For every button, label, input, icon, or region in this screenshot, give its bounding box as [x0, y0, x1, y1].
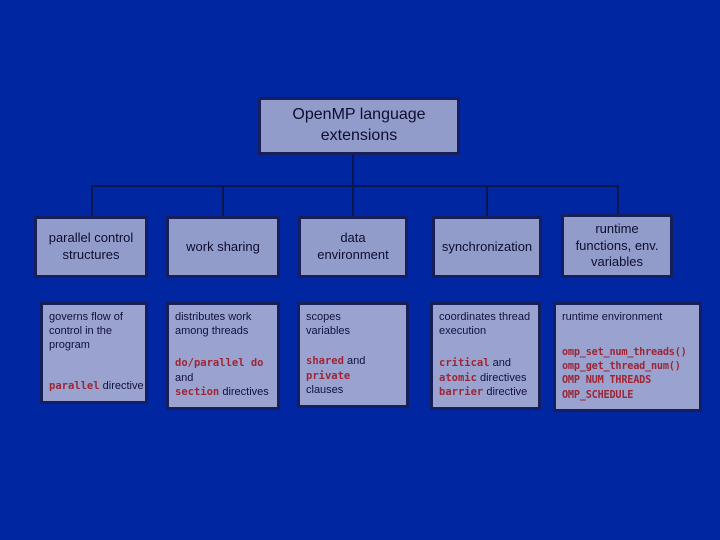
- code-keyword: barrier: [439, 386, 484, 399]
- line-text: and: [343, 355, 366, 368]
- line-text: directive: [483, 386, 528, 399]
- detail-code-block: do/parallel do and section directives: [175, 356, 271, 400]
- detail-work-sharing: distributes work among threads do/parall…: [166, 302, 280, 410]
- detail-description: distributes work among threads: [175, 311, 252, 337]
- detail-description: governs flow of control in the program: [49, 311, 123, 351]
- detail-description: scopes variables: [306, 311, 351, 337]
- detail-line: OMP NUM THREADS: [562, 373, 693, 387]
- detail-synchronization: coordinates thread execution critical an…: [430, 302, 541, 410]
- detail-line: section directives: [175, 385, 271, 400]
- detail-line: do/parallel do: [175, 356, 271, 371]
- detail-code-block: omp_set_num_threads() omp_get_thread_num…: [562, 345, 693, 402]
- line-text: and: [175, 371, 194, 384]
- detail-line: OMP_SCHEDULE: [562, 388, 693, 402]
- node-label: synchronization: [441, 238, 533, 254]
- connector-drop-synchronization: [486, 185, 488, 216]
- code-keyword: do/parallel do: [175, 357, 264, 370]
- code-function: omp_get_thread_num(): [562, 361, 681, 373]
- code-keyword: private: [306, 369, 351, 382]
- connector-drop-parallel-control: [91, 185, 93, 216]
- line-text: and: [489, 357, 511, 370]
- detail-line: omp_set_num_threads(): [562, 345, 693, 359]
- connector-root-stem: [352, 155, 354, 186]
- detail-parallel-control-structures: governs flow of control in the program p…: [40, 302, 148, 404]
- node-label: runtime functions, env. variables: [575, 220, 659, 270]
- detail-code-block: shared and private clauses: [306, 354, 400, 398]
- detail-description: runtime environment: [562, 311, 663, 323]
- detail-line: atomic directives: [439, 371, 532, 386]
- code-keyword: parallel: [49, 380, 100, 393]
- detail-runtime-functions-env-variables: runtime environment omp_set_num_threads(…: [553, 302, 702, 412]
- line-text: directives: [219, 386, 269, 399]
- code-keyword: shared: [306, 355, 344, 368]
- connector-horizontal-bus: [91, 185, 619, 187]
- detail-line: clauses: [306, 383, 400, 398]
- line-text: clauses: [306, 384, 344, 397]
- code-keyword: section: [175, 386, 220, 399]
- node-runtime-functions-env-variables: runtime functions, env. variables: [561, 214, 673, 278]
- detail-line: parallel directive: [49, 379, 144, 394]
- detail-line: omp_get_thread_num(): [562, 359, 693, 373]
- detail-code-block: critical and atomic directives barrier d…: [439, 356, 532, 400]
- detail-line: critical and: [439, 356, 532, 371]
- detail-line: private: [306, 369, 400, 384]
- detail-data-environment: scopes variables shared and private clau…: [297, 302, 409, 408]
- connector-drop-data-environment: [352, 185, 354, 216]
- node-openmp-language-extensions: OpenMP language extensions: [258, 97, 460, 155]
- node-label: OpenMP language extensions: [292, 106, 426, 144]
- node-label: data environment: [317, 230, 389, 262]
- node-label: work sharing: [186, 238, 260, 254]
- code-keyword: critical: [439, 357, 490, 370]
- connector-drop-runtime-functions: [617, 185, 619, 216]
- node-data-environment: data environment: [298, 216, 408, 278]
- node-label: parallel control structures: [48, 230, 134, 262]
- node-parallel-control-structures: parallel control structures: [34, 216, 148, 278]
- detail-line: shared and: [306, 354, 400, 369]
- line-text: directives: [476, 371, 527, 384]
- detail-line: and: [175, 371, 271, 386]
- detail-line: barrier directive: [439, 385, 532, 400]
- code-keyword: atomic: [439, 371, 477, 384]
- detail-code-block: parallel directive: [49, 379, 144, 394]
- code-env-variable: OMP_SCHEDULE: [562, 389, 634, 401]
- code-function: omp_set_num_threads(): [562, 346, 687, 358]
- node-work-sharing: work sharing: [166, 216, 280, 278]
- detail-description: coordinates thread execution: [439, 311, 531, 337]
- node-synchronization: synchronization: [432, 216, 542, 278]
- code-env-variable: OMP NUM THREADS: [562, 375, 652, 387]
- line-text: directive: [99, 380, 144, 393]
- connector-drop-work-sharing: [222, 185, 224, 216]
